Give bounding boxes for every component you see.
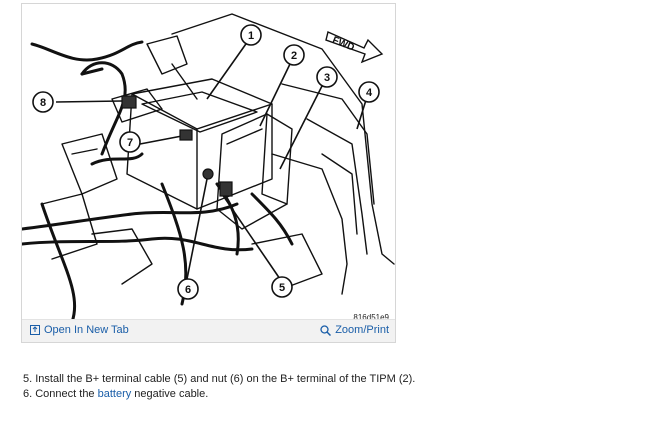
callout-8: 8 [40,97,46,109]
callout-7: 7 [127,137,133,149]
callout-1: 1 [248,30,254,42]
step-6: 6. Connect the battery negative cable. [23,387,415,402]
figure-card: FWD 1 2 3 4 5 6 7 8 [21,3,396,343]
step-6-prefix: 6. Connect the [23,388,98,400]
zoom-print-label: Zoom/Print [335,324,389,336]
figure-toolbar: Open In New Tab Zoom/Print [22,319,395,342]
zoom-print-link[interactable]: Zoom/Print [320,324,389,336]
forward-arrow-icon: FWD [325,31,384,64]
open-in-new-tab-link[interactable]: Open In New Tab [30,324,129,336]
direction-label: FWD [331,35,356,54]
magnifier-icon [320,324,332,336]
callout-6: 6 [185,284,191,296]
diagram-svg: FWD 1 2 3 4 5 6 7 8 [22,13,395,322]
step-5: 5. Install the B+ terminal cable (5) and… [23,373,416,385]
figure-code: 816d51e9 [353,313,389,322]
callout-4: 4 [366,87,373,99]
open-in-new-tab-icon [30,325,40,335]
open-in-new-tab-label: Open In New Tab [44,324,129,336]
battery-link[interactable]: battery [97,388,132,400]
step-6-suffix: negative cable. [131,388,209,400]
callout-5: 5 [279,282,285,294]
callout-2: 2 [291,50,297,62]
instruction-steps: 5. Install the B+ terminal cable (5) and… [23,372,415,402]
wiring-diagram: FWD 1 2 3 4 5 6 7 8 [22,4,395,322]
callout-3: 3 [324,72,330,84]
